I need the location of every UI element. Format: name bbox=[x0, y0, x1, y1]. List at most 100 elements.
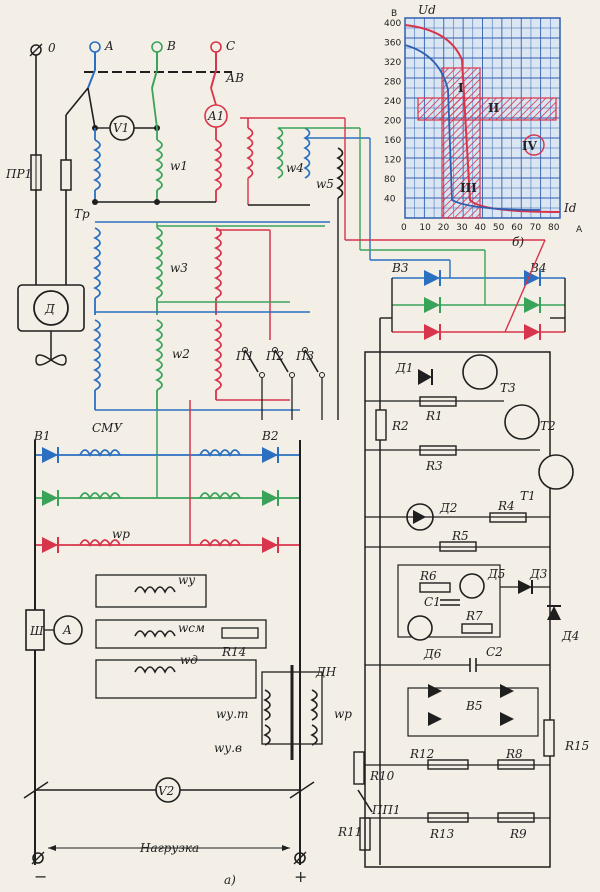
load-ammeter-label: A bbox=[62, 623, 72, 637]
coil-primary-b bbox=[154, 139, 163, 191]
resistor-r1-label: R1 bbox=[425, 409, 443, 423]
diode-b4-label: В4 bbox=[529, 261, 546, 275]
y-tick-label: 200 bbox=[384, 116, 401, 126]
voltmeter-v2 bbox=[155, 777, 181, 803]
winding-wcm-label: wсм bbox=[178, 621, 205, 635]
winding-w2-label: w2 bbox=[172, 347, 190, 361]
y-tick-label: 40 bbox=[384, 194, 396, 204]
x-tick-label: 60 bbox=[511, 223, 523, 233]
resistor-r15-label: R15 bbox=[564, 739, 589, 753]
voltmeter-v1-label: V1 bbox=[113, 121, 129, 135]
switch-p2-label: П2 bbox=[265, 349, 284, 363]
x-tick-label: 30 bbox=[456, 223, 468, 233]
shunt-ammeter: Ш A bbox=[25, 609, 83, 651]
y-tick-label: 120 bbox=[384, 155, 401, 165]
zener-d2-label: Д2 bbox=[439, 501, 457, 515]
winding-w5-label: w5 bbox=[316, 177, 334, 191]
transistor-t3 bbox=[462, 354, 498, 390]
zener-d5 bbox=[459, 573, 485, 599]
sensor-dn-label: ДН bbox=[315, 665, 337, 679]
switch-pp1-label: ПП1 bbox=[371, 803, 401, 817]
fan-motor-label: Д bbox=[44, 302, 55, 316]
part-a-label: а) bbox=[224, 873, 236, 887]
resistor-r6 bbox=[419, 582, 451, 593]
zener-d5-label: Д5 bbox=[487, 567, 505, 581]
resistor-r6-label: R6 bbox=[419, 569, 437, 583]
shunt-label: Ш bbox=[29, 624, 44, 638]
fuse-pr1-label: ПР1 bbox=[5, 167, 32, 181]
region-iv-label: IV bbox=[522, 139, 538, 153]
switch-p1-label: П1 bbox=[235, 349, 254, 363]
control-windings: wу wсм R14 wд bbox=[95, 573, 267, 699]
y-tick-label: 400 bbox=[384, 19, 401, 29]
current-sensor: ДН wу.т wу.в wр bbox=[214, 665, 352, 760]
winding-wp-label: wр bbox=[112, 527, 130, 541]
tap-switches: П1 П2 П3 bbox=[235, 347, 325, 420]
resistor-r8-label: R8 bbox=[505, 747, 523, 761]
aux-windings: w4 w5 bbox=[240, 117, 545, 420]
graph-x-unit: А bbox=[576, 225, 583, 235]
transistor-t2 bbox=[504, 404, 540, 440]
control-board: Д1 Т3 Т2 Т1 R2 R1 R3 Д2 R4 R5 R6 Д5 Д3 С… bbox=[364, 351, 589, 868]
capacitor-c1-label: С1 bbox=[424, 595, 441, 609]
region-iii-label: III bbox=[460, 181, 477, 195]
x-tick-label: 40 bbox=[475, 223, 487, 233]
graph-y-unit: В bbox=[391, 9, 397, 19]
winding-wyt-label: wу.т bbox=[216, 707, 248, 721]
diode-d4-label: Д4 bbox=[561, 629, 579, 643]
transformer-label: Тр bbox=[74, 207, 90, 221]
terminal-c bbox=[210, 41, 222, 53]
diode-d3-label: Д3 bbox=[529, 567, 548, 581]
output-terminals: Нагрузка − + а) bbox=[31, 841, 307, 887]
fan-motor bbox=[33, 290, 69, 326]
fan-circuit: ПР1 Д bbox=[5, 55, 89, 366]
terminal-b-label: B bbox=[166, 39, 176, 53]
fan-blade-icon bbox=[35, 354, 67, 366]
winding-w4-label: w4 bbox=[286, 161, 304, 175]
winding-wyv-label: wу.в bbox=[214, 741, 242, 755]
y-tick-label: 240 bbox=[384, 97, 401, 107]
graph-x-var: Id bbox=[563, 201, 577, 215]
coil-primary-a bbox=[92, 139, 101, 191]
region-i-label: I bbox=[458, 81, 464, 95]
diode-b3-label: В3 bbox=[391, 261, 409, 275]
output-section: V2 R10 ПП1 R11 bbox=[23, 751, 401, 851]
region-ii-band bbox=[417, 97, 557, 121]
diode-b2-label: В2 bbox=[261, 429, 278, 443]
x-tick-label: 50 bbox=[493, 223, 505, 233]
plus-label: + bbox=[294, 867, 307, 886]
resistor-r9-label: R9 bbox=[509, 827, 527, 841]
graph-y-var: Ud bbox=[418, 3, 436, 17]
transformer-primary: V1 A1 w1 Тр bbox=[74, 87, 228, 221]
winding-wd-label: wд bbox=[180, 653, 198, 667]
resistor-r4-label: R4 bbox=[497, 499, 515, 513]
x-tick-label: 20 bbox=[438, 223, 450, 233]
y-tick-label: 160 bbox=[384, 136, 401, 146]
resistor-r2 bbox=[375, 409, 387, 441]
resistor-r15 bbox=[543, 719, 555, 757]
zener-d6 bbox=[407, 615, 433, 641]
region-ii-label: II bbox=[488, 101, 500, 115]
x-tick-label: 0 bbox=[401, 223, 407, 233]
fuse-2 bbox=[60, 159, 72, 191]
zener-d6-label: Д6 bbox=[423, 647, 442, 661]
input-terminals: 0 A B C bbox=[29, 39, 235, 57]
resistor-r5-label: R5 bbox=[451, 529, 469, 543]
resistor-r14 bbox=[221, 627, 259, 639]
y-tick-label: 320 bbox=[384, 58, 401, 68]
resistor-r7 bbox=[461, 623, 493, 634]
resistor-r12-label: R12 bbox=[409, 747, 434, 761]
transistor-t1-label: Т1 bbox=[520, 489, 536, 503]
x-tick-label: 80 bbox=[548, 223, 560, 233]
ammeter-a1-label: A1 bbox=[207, 109, 224, 123]
breaker-label: АВ bbox=[225, 71, 244, 85]
y-tick-label: 360 bbox=[384, 38, 401, 48]
transistor-t2-label: Т2 bbox=[540, 419, 556, 433]
resistor-r10-label: R10 bbox=[369, 769, 395, 783]
voltmeter-v2-label: V2 bbox=[158, 784, 174, 798]
resistor-r3-label: R3 bbox=[425, 459, 443, 473]
